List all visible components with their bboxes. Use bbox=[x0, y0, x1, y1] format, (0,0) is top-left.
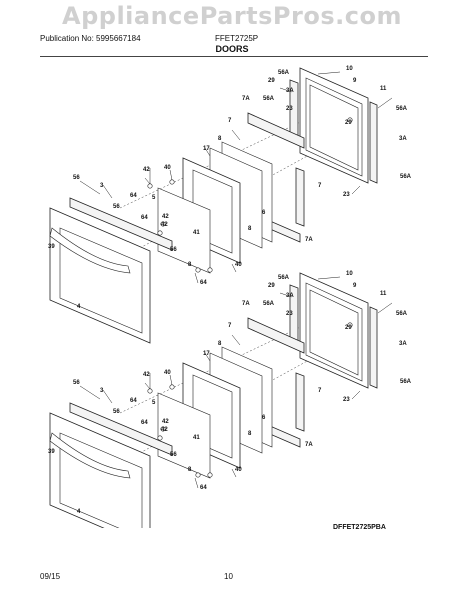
callout-42: 42 bbox=[161, 427, 168, 433]
callout-23: 23 bbox=[343, 397, 350, 403]
callout-56: 56 bbox=[170, 452, 177, 458]
callout-56: 56 bbox=[73, 380, 80, 386]
callout-7: 7 bbox=[228, 118, 232, 124]
callout-40: 40 bbox=[235, 467, 242, 473]
callout-11: 11 bbox=[380, 291, 387, 297]
door-exploded-diagram: 10 56A 29 9 3A 7A 56A 23 11 56A 8 29 3A … bbox=[48, 66, 412, 528]
callout-3a: 3A bbox=[286, 88, 294, 94]
callout-8: 8 bbox=[188, 262, 192, 268]
callout-56a: 56A bbox=[278, 275, 290, 281]
callout-6: 6 bbox=[262, 210, 266, 216]
callout-4: 4 bbox=[77, 509, 81, 515]
publication-number: Publication No: 5995667184 bbox=[40, 34, 141, 43]
callout-40: 40 bbox=[235, 262, 242, 268]
callout-42: 42 bbox=[161, 222, 168, 228]
callout-64: 64 bbox=[200, 485, 207, 491]
callout-56: 56 bbox=[113, 204, 120, 210]
callout-17: 17 bbox=[203, 351, 210, 357]
callout-3a: 3A bbox=[286, 293, 294, 299]
watermark: AppliancePartsPros.com bbox=[62, 2, 402, 30]
callout-56a: 56A bbox=[400, 174, 412, 180]
callout-39: 39 bbox=[48, 449, 55, 455]
callout-56a: 56A bbox=[278, 70, 290, 76]
callout-42: 42 bbox=[143, 167, 150, 173]
callout-29: 29 bbox=[268, 78, 275, 84]
upper-callouts: 10 56A 29 9 3A 7A 56A 23 11 56A 8 29 3A … bbox=[48, 66, 412, 310]
callout-56a: 56A bbox=[396, 311, 408, 317]
callout-41: 41 bbox=[193, 230, 200, 236]
callout-8: 8 bbox=[218, 341, 222, 347]
callout-7: 7 bbox=[318, 183, 322, 189]
callout-56a: 56A bbox=[396, 106, 408, 112]
diagram-code: DFFET2725PBA bbox=[333, 524, 386, 531]
callout-3: 3 bbox=[100, 388, 104, 394]
footer-date: 09/15 bbox=[40, 572, 61, 581]
callout-7a: 7A bbox=[305, 237, 313, 243]
callout-4: 4 bbox=[77, 304, 81, 310]
callout-56a: 56A bbox=[263, 301, 275, 307]
header-rule bbox=[40, 56, 428, 57]
callout-8: 8 bbox=[218, 136, 222, 142]
callout-39: 39 bbox=[48, 244, 55, 250]
section-title: DOORS bbox=[215, 44, 249, 54]
callout-23: 23 bbox=[286, 106, 293, 112]
callout-5: 5 bbox=[152, 195, 156, 201]
callout-7a: 7A bbox=[242, 96, 250, 102]
callout-11: 11 bbox=[380, 86, 387, 92]
callout-42: 42 bbox=[162, 214, 169, 220]
callout-64: 64 bbox=[130, 193, 137, 199]
callout-17: 17 bbox=[203, 146, 210, 152]
callout-8: 8 bbox=[248, 226, 252, 232]
callout-23: 23 bbox=[286, 311, 293, 317]
callout-3a: 3A bbox=[399, 341, 407, 347]
callout-56: 56 bbox=[73, 175, 80, 181]
callout-9: 9 bbox=[353, 78, 357, 84]
callout-10: 10 bbox=[346, 271, 353, 277]
callout-56a: 56A bbox=[400, 379, 412, 385]
model-number: FFET2725P bbox=[215, 34, 259, 43]
callout-29: 29 bbox=[345, 120, 352, 126]
callout-56: 56 bbox=[113, 409, 120, 415]
callout-23: 23 bbox=[343, 192, 350, 198]
callout-64: 64 bbox=[141, 215, 148, 221]
callout-3: 3 bbox=[100, 183, 104, 189]
callout-56: 56 bbox=[170, 247, 177, 253]
callout-10: 10 bbox=[346, 66, 353, 72]
lower-callouts: 10 56A 29 9 3A 7A 56A 23 11 56A 8 29 3A … bbox=[48, 271, 412, 515]
callout-40: 40 bbox=[164, 165, 171, 171]
callout-29: 29 bbox=[268, 283, 275, 289]
callout-7a: 7A bbox=[242, 301, 250, 307]
callout-7a: 7A bbox=[305, 442, 313, 448]
callout-41: 41 bbox=[193, 435, 200, 441]
callout-3a: 3A bbox=[399, 136, 407, 142]
callout-9: 9 bbox=[353, 283, 357, 289]
callout-42: 42 bbox=[143, 372, 150, 378]
callout-64: 64 bbox=[130, 398, 137, 404]
callout-29: 29 bbox=[345, 325, 352, 331]
callout-56a: 56A bbox=[263, 96, 275, 102]
callout-5: 5 bbox=[152, 400, 156, 406]
callout-42: 42 bbox=[162, 419, 169, 425]
callout-6: 6 bbox=[262, 415, 266, 421]
callout-8: 8 bbox=[248, 431, 252, 437]
callout-64: 64 bbox=[141, 420, 148, 426]
page-number: 10 bbox=[224, 572, 233, 581]
callout-40: 40 bbox=[164, 370, 171, 376]
callout-7: 7 bbox=[318, 388, 322, 394]
callout-64: 64 bbox=[200, 280, 207, 286]
callout-8: 8 bbox=[188, 467, 192, 473]
callout-7: 7 bbox=[228, 323, 232, 329]
